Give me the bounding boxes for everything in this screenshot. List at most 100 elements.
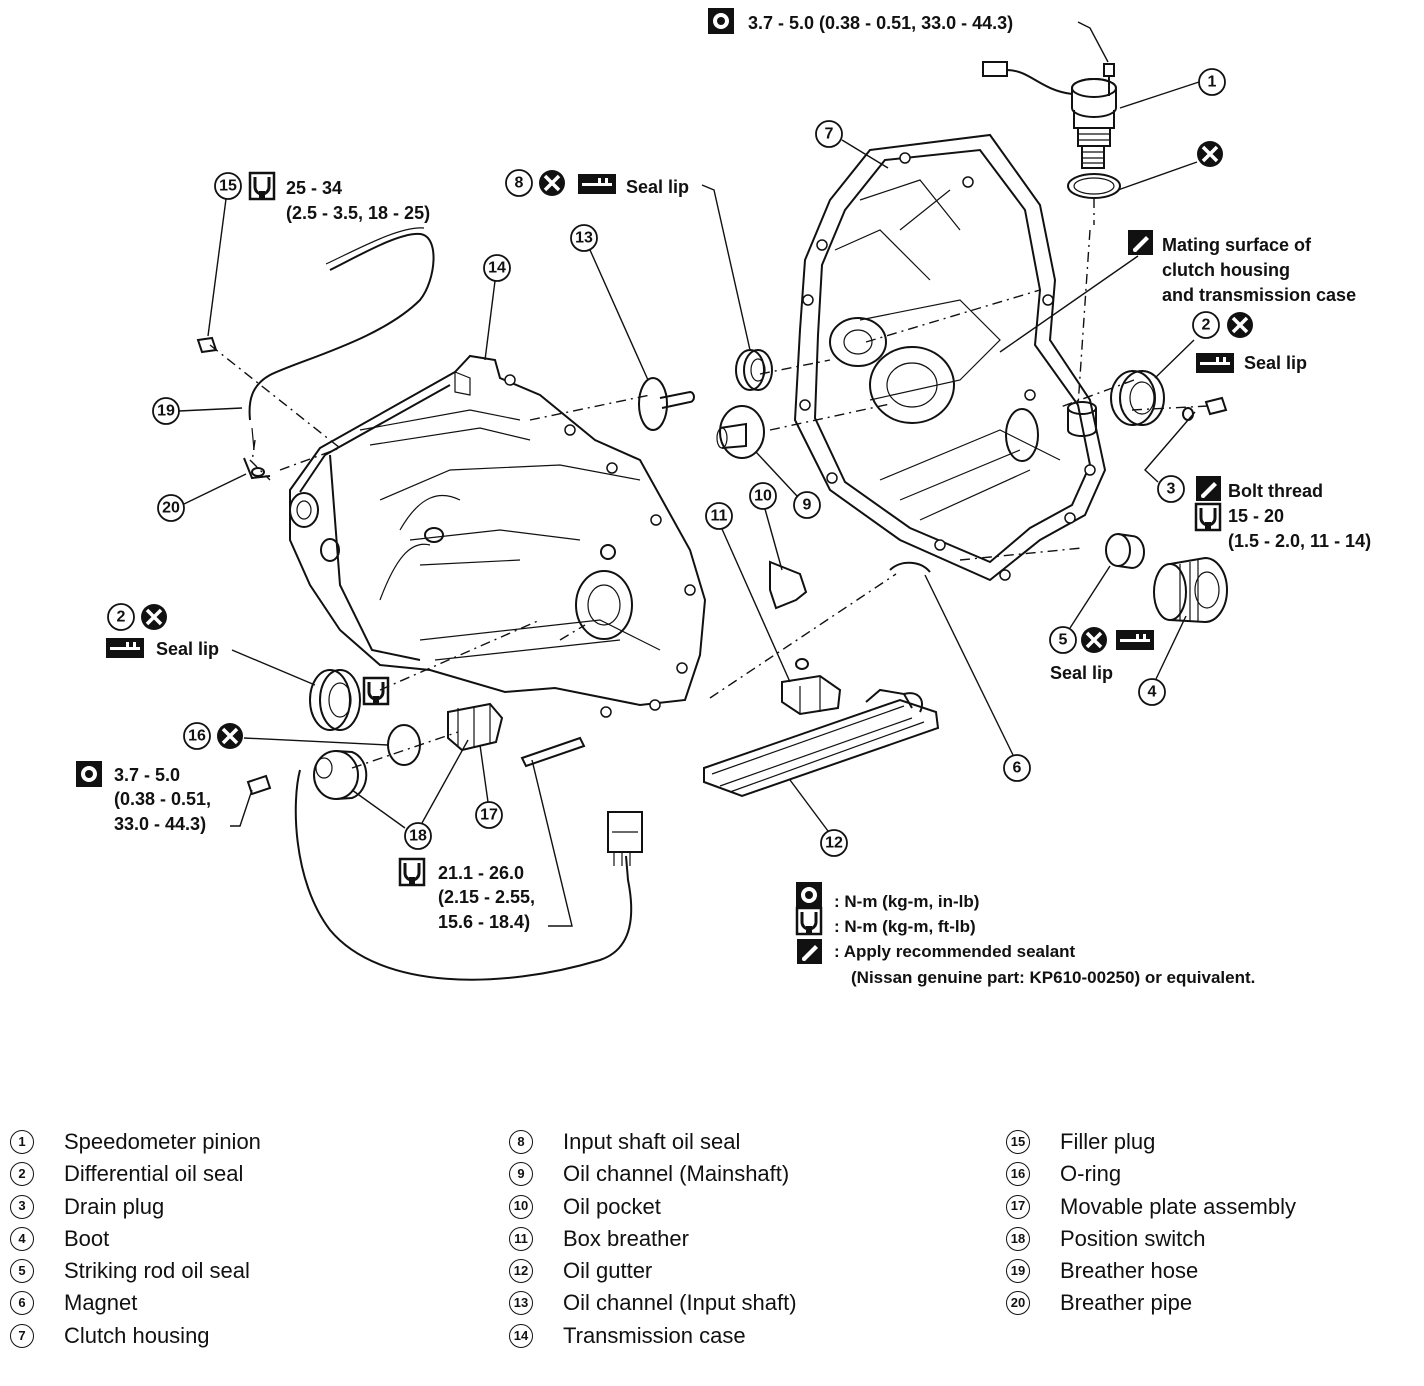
parts-list-name: Drain plug — [64, 1193, 165, 1219]
grease-icon — [1116, 630, 1154, 650]
parts-list-name: Movable plate assembly — [1060, 1193, 1297, 1219]
parts-list-name: Magnet — [64, 1290, 138, 1316]
callout-6-label: 6 — [1013, 760, 1022, 777]
parts-list-name: Breather pipe — [1060, 1290, 1193, 1316]
parts-list-number: 18 — [1006, 1226, 1030, 1251]
callout-1-label: 1 — [1208, 74, 1217, 91]
replace-icon — [1079, 625, 1109, 655]
sealant-icon — [1196, 476, 1221, 501]
parts-list-number: 15 — [1006, 1130, 1030, 1154]
svg-text:33.0 - 44.3): 33.0 - 44.3) — [114, 814, 206, 834]
parts-list-name: Boot — [64, 1225, 110, 1251]
key-sealant-2: (Nissan genuine part: KP610-00250) or eq… — [851, 968, 1255, 987]
speedometer-pinion — [982, 61, 1121, 199]
callout-2a-label: 2 — [117, 609, 126, 626]
parts-list-name: Oil channel (Mainshaft) — [563, 1161, 790, 1187]
differential-oil-seal-left — [309, 669, 390, 731]
callout-5-label: 5 — [1059, 632, 1068, 649]
svg-text:15.6 - 18.4): 15.6 - 18.4) — [438, 912, 530, 932]
parts-list-item: 2 Differential oil seal — [10, 1158, 261, 1190]
callout-2a — [107, 603, 135, 631]
magnet — [889, 561, 931, 573]
striking-rod-oil-seal — [1105, 533, 1145, 570]
differential-oil-seal-right — [1110, 370, 1165, 426]
parts-list-item: 19 Breather hose — [1006, 1255, 1296, 1287]
callout-9 — [793, 491, 821, 519]
callout-2b — [1192, 311, 1220, 339]
switch-torque-annotation: 3.7 - 5.0 (0.38 - 0.51, 33.0 - 44.3) — [76, 761, 272, 834]
parts-list-name: Striking rod oil seal — [64, 1258, 250, 1284]
parts-list-number: 2 — [10, 1162, 34, 1187]
callout-7-label: 7 — [825, 126, 834, 143]
boot — [1153, 556, 1228, 624]
torque-ftlb-icon — [248, 171, 276, 201]
parts-list-number: 12 — [509, 1259, 533, 1284]
callout-17 — [475, 801, 503, 829]
callout-20-label: 20 — [162, 500, 180, 517]
parts-list-number: 8 — [509, 1130, 533, 1154]
drain-torque-1: 15 - 20 — [1228, 506, 1284, 526]
callout-10 — [749, 482, 777, 510]
callout-9-label: 9 — [803, 497, 812, 514]
parts-list-number: 9 — [509, 1162, 533, 1187]
callout-15-label: 15 — [219, 178, 237, 195]
callout-4-label: 4 — [1148, 684, 1157, 701]
callout-13-label: 13 — [575, 230, 593, 247]
bolt-thread-label: Bolt thread — [1228, 481, 1323, 501]
parts-list-name: Oil channel (Input shaft) — [563, 1290, 797, 1316]
oil-gutter — [703, 688, 940, 798]
callout-20 — [157, 494, 185, 522]
key-ftlb: : N-m (kg-m, ft-lb) — [834, 917, 976, 936]
mating-surface-annotation: Mating surface of clutch housing and tra… — [999, 230, 1356, 353]
parts-list-name: Oil pocket — [563, 1193, 661, 1219]
parts-list-number: 19 — [1006, 1259, 1030, 1284]
callout-8-label: 8 — [515, 175, 524, 192]
parts-list-number: 16 — [1006, 1162, 1030, 1187]
parts-list-item: 18 Position switch — [1006, 1223, 1296, 1255]
seal-lip-label-left: Seal lip — [156, 639, 219, 659]
wrench-inlb-icon — [796, 882, 822, 908]
callout-18-label: 18 — [409, 828, 427, 845]
callout-11-label: 11 — [711, 508, 728, 525]
filler-plug — [196, 336, 218, 354]
callout-8 — [505, 169, 533, 197]
parts-list-number: 17 — [1006, 1194, 1030, 1219]
svg-text:(0.38 - 0.51,: (0.38 - 0.51, — [114, 789, 211, 809]
parts-list-item: 9 Oil channel (Mainshaft) — [509, 1158, 797, 1190]
callout-15 — [214, 172, 242, 200]
torque-ftlb-icon — [1194, 502, 1222, 532]
breather-pipe — [243, 457, 271, 480]
replace-icon — [537, 168, 567, 198]
replace-icon — [1225, 310, 1255, 340]
o-ring — [387, 724, 421, 766]
parts-list-number: 7 — [10, 1323, 34, 1348]
callout-13 — [570, 224, 598, 252]
replace-icon — [1195, 139, 1225, 169]
parts-list-name: Box breather — [563, 1225, 689, 1251]
callout-2b-label: 2 — [1202, 317, 1211, 334]
parts-list-number: 11 — [509, 1226, 533, 1251]
callout-4 — [1138, 678, 1166, 706]
parts-list-name: Differential oil seal — [64, 1161, 244, 1187]
parts-list-name: Position switch — [1060, 1225, 1206, 1251]
parts-list-item: 17 Movable plate assembly — [1006, 1191, 1296, 1223]
callout-18 — [404, 822, 432, 850]
parts-list-number: 10 — [509, 1194, 533, 1219]
parts-list-name: Breather hose — [1060, 1258, 1199, 1284]
oil-channel-mainshaft — [716, 405, 765, 459]
svg-text:Mating surface of: Mating surface of — [1162, 235, 1312, 255]
parts-list-name: Speedometer pinion — [64, 1129, 261, 1154]
